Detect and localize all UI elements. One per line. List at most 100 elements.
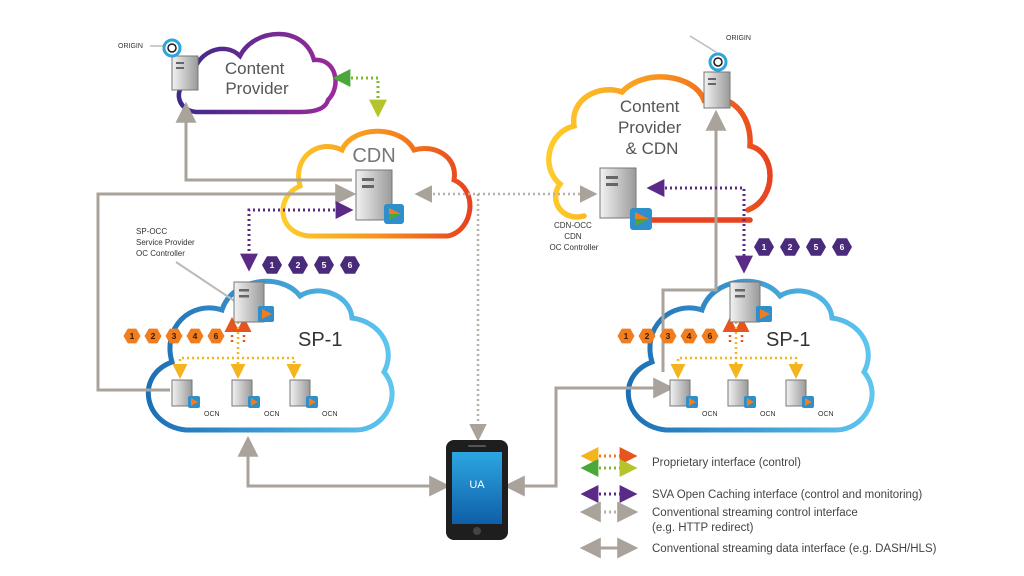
orange-left-hex-4 [186, 328, 204, 344]
orange-left-badge-label-6: 6 [214, 331, 219, 341]
orange-left-badge-label-2: 2 [151, 331, 156, 341]
orange-right-badge-label-3: 3 [666, 331, 671, 341]
sp-occ-left-server [233, 281, 274, 323]
origin-right-label: ORIGIN [726, 35, 751, 42]
orange-left-hex-6 [207, 328, 225, 344]
ocn-right-1 [669, 379, 698, 408]
purple-left-badge-label-1: 1 [270, 260, 275, 270]
sp1-left-title: SP-1 [298, 329, 342, 351]
sp-occ-right-play-icon [756, 306, 772, 322]
ocn-right-1-label: OCN [702, 411, 718, 418]
data-link-cdn-to-origin [175, 101, 352, 182]
ocn-left-2 [231, 379, 260, 408]
purple-left-badge-label-5: 5 [322, 260, 327, 270]
legend-label-proprietary: Proprietary interface (control) [652, 457, 801, 469]
orange-left-badge-label-1: 1 [130, 331, 135, 341]
ocn-left-1 [171, 379, 200, 408]
content-provider-cdn-cloud [546, 74, 773, 220]
purple-right-hex-6 [832, 238, 852, 256]
purple-right-hex-2 [780, 238, 800, 256]
sp1-left-internal-links [172, 317, 302, 379]
ua-label: UA [469, 479, 485, 491]
content-provider-cdn-title: Content Provider & CDN [618, 97, 686, 158]
data-link-ocn-left-to-cdn [96, 183, 357, 392]
purple-left-hex-5 [314, 256, 334, 274]
legend-label-streaming-data: Conventional streaming data interface (e… [652, 543, 937, 555]
cdn-occ-server [599, 167, 652, 230]
cp-cdn-title-line2: Provider [618, 118, 682, 137]
sp-occ-right-server [729, 281, 772, 323]
cdn-server [355, 169, 404, 224]
sp1-right-title: SP-1 [766, 329, 810, 351]
cp-cdn-title-line3: & CDN [626, 139, 679, 158]
orange-right-hex-6 [701, 328, 719, 344]
purple-right-hex-1 [754, 238, 774, 256]
cdn-title: CDN [352, 145, 395, 167]
cdn-occ-line1: CDN-OCC [554, 221, 592, 230]
sp1-right-internal-links [670, 317, 804, 379]
orange-right-badge-label-1: 1 [624, 331, 629, 341]
orange-right-hex-4 [680, 328, 698, 344]
proprietary-link-cp-to-cdn [332, 69, 387, 118]
cdn-occ-label: CDN-OCC CDN OC Controller [550, 221, 599, 252]
purple-left-hex-2 [288, 256, 308, 274]
ocn-left-1-label: OCN [204, 411, 220, 418]
origin-right-icon [708, 52, 728, 72]
orange-right-badge-label-2: 2 [645, 331, 650, 341]
sp1-left-cloud [145, 278, 395, 433]
orange-left-hex-1 [123, 328, 141, 344]
purple-right-badge-label-5: 5 [814, 242, 819, 252]
legend-label-sva-oc: SVA Open Caching interface (control and … [652, 489, 922, 501]
sp-occ-line1: SP-OCC [136, 227, 167, 236]
ocn-right-3 [785, 379, 814, 408]
purple-right-badge-label-1: 1 [762, 242, 767, 252]
origin-left-label: ORIGIN [118, 43, 143, 50]
sp-occ-left-play-icon [258, 306, 274, 322]
ua-smartphone [446, 440, 508, 540]
purple-left-badge-label-2: 2 [296, 260, 301, 270]
ocn-right-2 [727, 379, 756, 408]
badges-purple-left: 1 2 5 6 [262, 256, 360, 274]
orange-right-badge-label-6: 6 [708, 331, 713, 341]
purple-left-hex-6 [340, 256, 360, 274]
cdn-play-logo-icon [384, 204, 404, 224]
origin-right-server [703, 52, 731, 109]
orange-right-hex-3 [659, 328, 677, 344]
ocn-right-2-label: OCN [760, 411, 776, 418]
orange-right-hex-2 [638, 328, 656, 344]
data-link-ua-to-sp1-right [503, 377, 675, 497]
purple-right-hex-5 [806, 238, 826, 256]
ocn-right-3-label: OCN [818, 411, 834, 418]
purple-right-badge-label-6: 6 [840, 242, 845, 252]
ocn-left-2-label: OCN [264, 411, 280, 418]
ocn-left-3-label: OCN [322, 411, 338, 418]
oc-interface-cdn-occ-to-sp-occ-right [646, 179, 753, 274]
purple-left-badge-label-6: 6 [348, 260, 353, 270]
content-provider-title: Content Provider [225, 59, 289, 98]
sp-occ-line2: Service Provider [136, 238, 195, 247]
cdn-occ-line2: CDN [564, 232, 582, 241]
orange-right-badge-label-4: 4 [687, 331, 692, 341]
purple-left-hex-1 [262, 256, 282, 274]
sp-occ-label: SP-OCC Service Provider OC Controller [136, 227, 197, 258]
origin-left-server [162, 38, 199, 91]
oc-interface-cdn-to-sp-occ [240, 201, 354, 272]
content-provider-title-line2: Provider [225, 79, 289, 98]
legend-label-streaming-control: Conventional streaming control interface… [652, 507, 861, 534]
data-link-sp1-left-to-ua [237, 435, 451, 497]
cp-cdn-title-line1: Content [620, 97, 680, 116]
orange-left-badge-label-3: 3 [172, 331, 177, 341]
badges-orange-right: 1 2 3 4 6 [617, 328, 719, 344]
purple-right-badge-label-2: 2 [788, 242, 793, 252]
sp-occ-leader-line [175, 261, 237, 303]
orange-left-hex-2 [144, 328, 162, 344]
content-provider-title-line1: Content [225, 59, 285, 78]
origin-left-icon [162, 38, 182, 58]
legend-label-streaming-control-line2: (e.g. HTTP redirect) [652, 522, 754, 534]
orange-right-hex-1 [617, 328, 635, 344]
legend-label-streaming-control-line1: Conventional streaming control interface [652, 507, 858, 519]
badges-purple-right: 1 2 5 6 [754, 238, 852, 256]
cdn-occ-line3: OC Controller [550, 243, 599, 252]
